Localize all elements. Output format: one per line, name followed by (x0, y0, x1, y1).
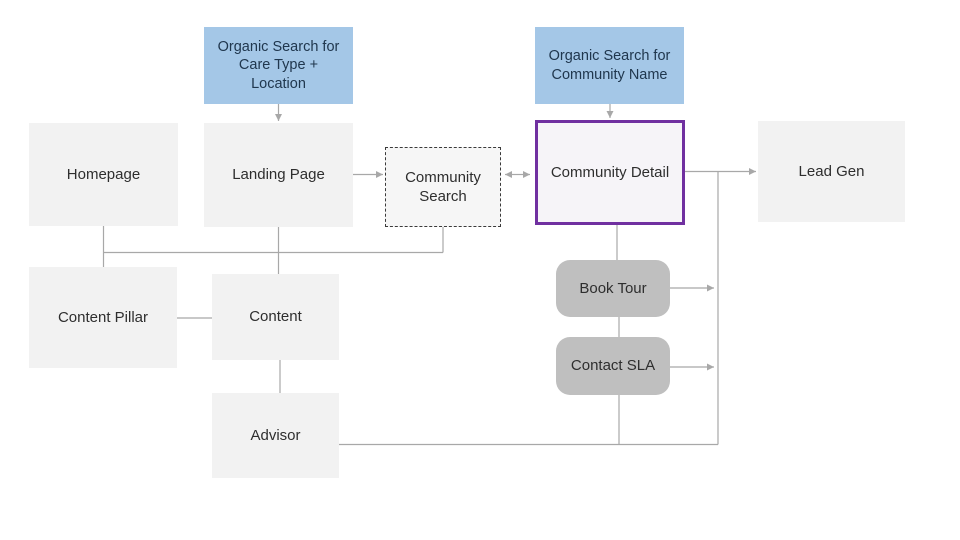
node-label: Contact SLA (570, 357, 656, 375)
node-label: Book Tour (579, 279, 647, 297)
node-organic-search-care-type-location[interactable]: Organic Search for Care Type + Location (204, 27, 353, 104)
node-label: Organic Search for Community Name (548, 47, 671, 83)
node-organic-search-community-name[interactable]: Organic Search for Community Name (535, 27, 684, 104)
node-label: Organic Search for Care Type + Location (217, 38, 340, 92)
node-content-pillar[interactable]: Content Pillar (29, 267, 177, 368)
node-label: Content (249, 308, 302, 326)
node-book-tour[interactable]: Book Tour (556, 260, 670, 317)
node-label: Advisor (250, 426, 301, 444)
node-community-search[interactable]: Community Search (385, 147, 501, 227)
node-label: Community Detail (550, 163, 670, 181)
node-label: Landing Page (232, 166, 325, 184)
node-label: Homepage (66, 165, 141, 183)
node-contact-sla[interactable]: Contact SLA (556, 337, 670, 395)
node-landing-page[interactable]: Landing Page (204, 123, 353, 227)
node-label: Lead Gen (798, 162, 865, 180)
node-label: Content Pillar (57, 308, 149, 326)
node-lead-gen[interactable]: Lead Gen (758, 121, 905, 222)
node-homepage[interactable]: Homepage (29, 123, 178, 226)
node-community-detail[interactable]: Community Detail (535, 120, 685, 225)
node-label: Community Search (405, 168, 481, 205)
node-advisor[interactable]: Advisor (212, 393, 339, 478)
node-content[interactable]: Content (212, 274, 339, 360)
